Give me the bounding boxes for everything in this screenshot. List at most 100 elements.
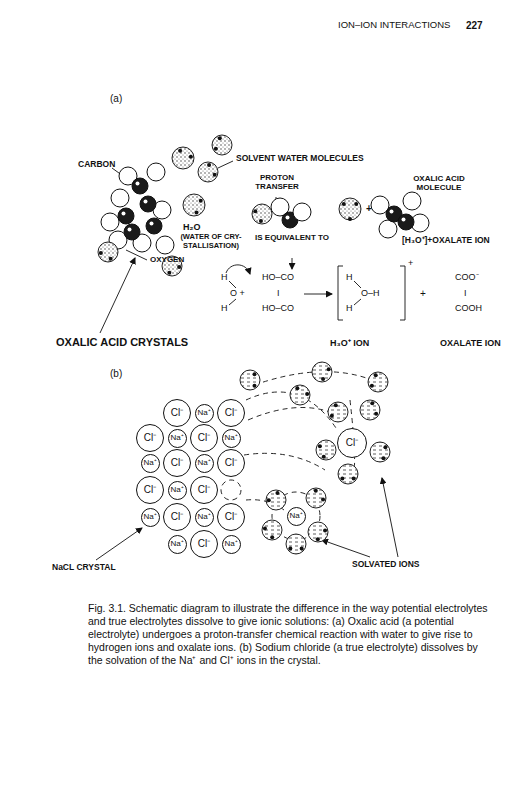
text-label: IS EQUIVALENT TO bbox=[250, 233, 334, 242]
hydrogen-atom bbox=[340, 476, 344, 480]
water-molecule bbox=[368, 372, 388, 392]
hydrogen-atom bbox=[195, 211, 199, 215]
text-label: HO–CO bbox=[262, 272, 294, 282]
oxygen-atom bbox=[262, 520, 282, 540]
chloride-ion: Cl⁻ bbox=[217, 399, 245, 427]
water-molecule bbox=[370, 442, 390, 462]
hydrogen-atom bbox=[370, 401, 374, 405]
bracket bbox=[338, 266, 343, 320]
text-label: H bbox=[221, 303, 228, 313]
oxygen-atom bbox=[286, 534, 306, 554]
bond-line bbox=[354, 299, 361, 305]
chloride-ion: Cl⁻ bbox=[337, 428, 367, 458]
ion-symbol: Na⁺ bbox=[289, 512, 302, 520]
ion-symbol: Na⁺ bbox=[170, 434, 183, 442]
hydrogen-atom bbox=[322, 455, 326, 459]
text-label: HO–CO bbox=[262, 303, 294, 313]
hydrogen-atom bbox=[189, 155, 193, 159]
text-label: COOH bbox=[455, 303, 482, 313]
ion-symbol: Cl⁻ bbox=[198, 485, 210, 495]
oxygen-atom bbox=[240, 370, 260, 390]
sodium-ion: Na⁺ bbox=[195, 508, 214, 527]
hydrogen-atom bbox=[314, 489, 318, 493]
dashed-path bbox=[246, 372, 372, 388]
chloride-ion: Cl⁻ bbox=[136, 424, 164, 452]
sodium-ion: Na⁺ bbox=[222, 535, 241, 554]
oxygen-atom bbox=[403, 192, 421, 210]
hydrogen-atom bbox=[259, 219, 263, 223]
text-label: + bbox=[408, 258, 413, 268]
hydrogen-atom bbox=[267, 498, 271, 502]
water-molecule bbox=[240, 370, 260, 390]
hydrogen-atom bbox=[99, 251, 103, 255]
ion-symbol: Na⁺ bbox=[170, 486, 183, 494]
equation-strokes bbox=[226, 265, 405, 320]
hydrogen-atom bbox=[263, 527, 267, 531]
carbon-atom bbox=[398, 214, 414, 230]
hydrogen-atom bbox=[253, 209, 257, 213]
oxygen-atom bbox=[111, 189, 129, 207]
ion-symbol: Na⁺ bbox=[197, 513, 210, 521]
carbon-atom bbox=[146, 218, 162, 234]
text-label: SOLVENT WATER MOLECULES bbox=[236, 154, 364, 164]
text-label: I bbox=[464, 288, 467, 298]
ion-symbol: Na⁺ bbox=[143, 513, 156, 521]
water-molecule bbox=[183, 194, 205, 216]
hydrogen-atom bbox=[252, 372, 256, 376]
text-label: (b) bbox=[110, 368, 122, 380]
hydrogen-atom bbox=[374, 373, 378, 377]
oxygen-atom bbox=[293, 203, 311, 221]
ion-symbol: Cl⁻ bbox=[171, 408, 183, 418]
hydrogen-atom bbox=[178, 149, 182, 153]
text-label: + bbox=[420, 288, 426, 300]
ion-symbol: Na⁺ bbox=[170, 540, 183, 548]
oxygen-atom bbox=[183, 194, 205, 216]
oxygen-atom bbox=[290, 385, 310, 405]
hydrogen-atom bbox=[109, 257, 113, 261]
text-label: H bbox=[221, 272, 228, 282]
water-molecule bbox=[198, 162, 218, 182]
text-label: (a) bbox=[110, 93, 122, 105]
oxygen-atom bbox=[98, 242, 118, 262]
hydrogen-atom bbox=[354, 202, 358, 206]
water-molecule bbox=[306, 488, 326, 508]
highlight bbox=[402, 218, 406, 222]
oxygen-atom bbox=[101, 213, 119, 231]
sodium-ion: Na⁺ bbox=[168, 429, 187, 448]
hydrogen-atom bbox=[199, 199, 203, 203]
text-label: (WATER OF CRY- STALLISATION) bbox=[174, 233, 248, 250]
figure-caption: Fig. 3.1. Schematic diagram to illustrat… bbox=[88, 602, 490, 667]
text-label: NaCL CRYSTAL bbox=[52, 563, 116, 573]
reaction-arrow bbox=[304, 294, 332, 295]
hydrogen-atom bbox=[218, 136, 222, 140]
text-label: OXALIC ACID CRYSTALS bbox=[56, 336, 188, 349]
hydrogen-atom bbox=[207, 163, 211, 167]
leader-line bbox=[322, 540, 370, 557]
hydrogen-atom bbox=[321, 497, 325, 501]
text-label: ION–ION INTERACTIONS bbox=[338, 20, 450, 31]
highlight bbox=[144, 200, 148, 204]
ion-symbol: Cl⁻ bbox=[225, 458, 237, 468]
water-molecule bbox=[290, 385, 310, 405]
curved-arrow bbox=[226, 265, 250, 274]
water-molecule bbox=[316, 440, 336, 460]
carbon-atom bbox=[132, 178, 148, 194]
hydrogen-atom bbox=[330, 414, 334, 418]
oxygen-atom bbox=[338, 464, 358, 484]
chloride-ion: Cl⁻ bbox=[163, 503, 191, 531]
sodium-ion: Na⁺ bbox=[222, 429, 241, 448]
highlight bbox=[390, 210, 394, 214]
water-molecule bbox=[308, 522, 328, 542]
hydrogen-atom bbox=[252, 384, 256, 388]
water-molecule bbox=[212, 135, 232, 155]
ion-symbol: Na⁺ bbox=[197, 459, 210, 467]
ion-symbol: Na⁺ bbox=[197, 409, 210, 417]
hydrogen-atom bbox=[275, 491, 279, 495]
hydrogen-atom bbox=[295, 386, 299, 390]
water-molecule bbox=[266, 490, 286, 510]
oxygen-atom bbox=[172, 147, 194, 169]
chloride-ion: Cl⁻ bbox=[217, 503, 245, 531]
hydrogen-atom bbox=[334, 403, 338, 407]
sodium-ion: Na⁺ bbox=[141, 508, 160, 527]
oxygen-atom bbox=[212, 135, 232, 155]
